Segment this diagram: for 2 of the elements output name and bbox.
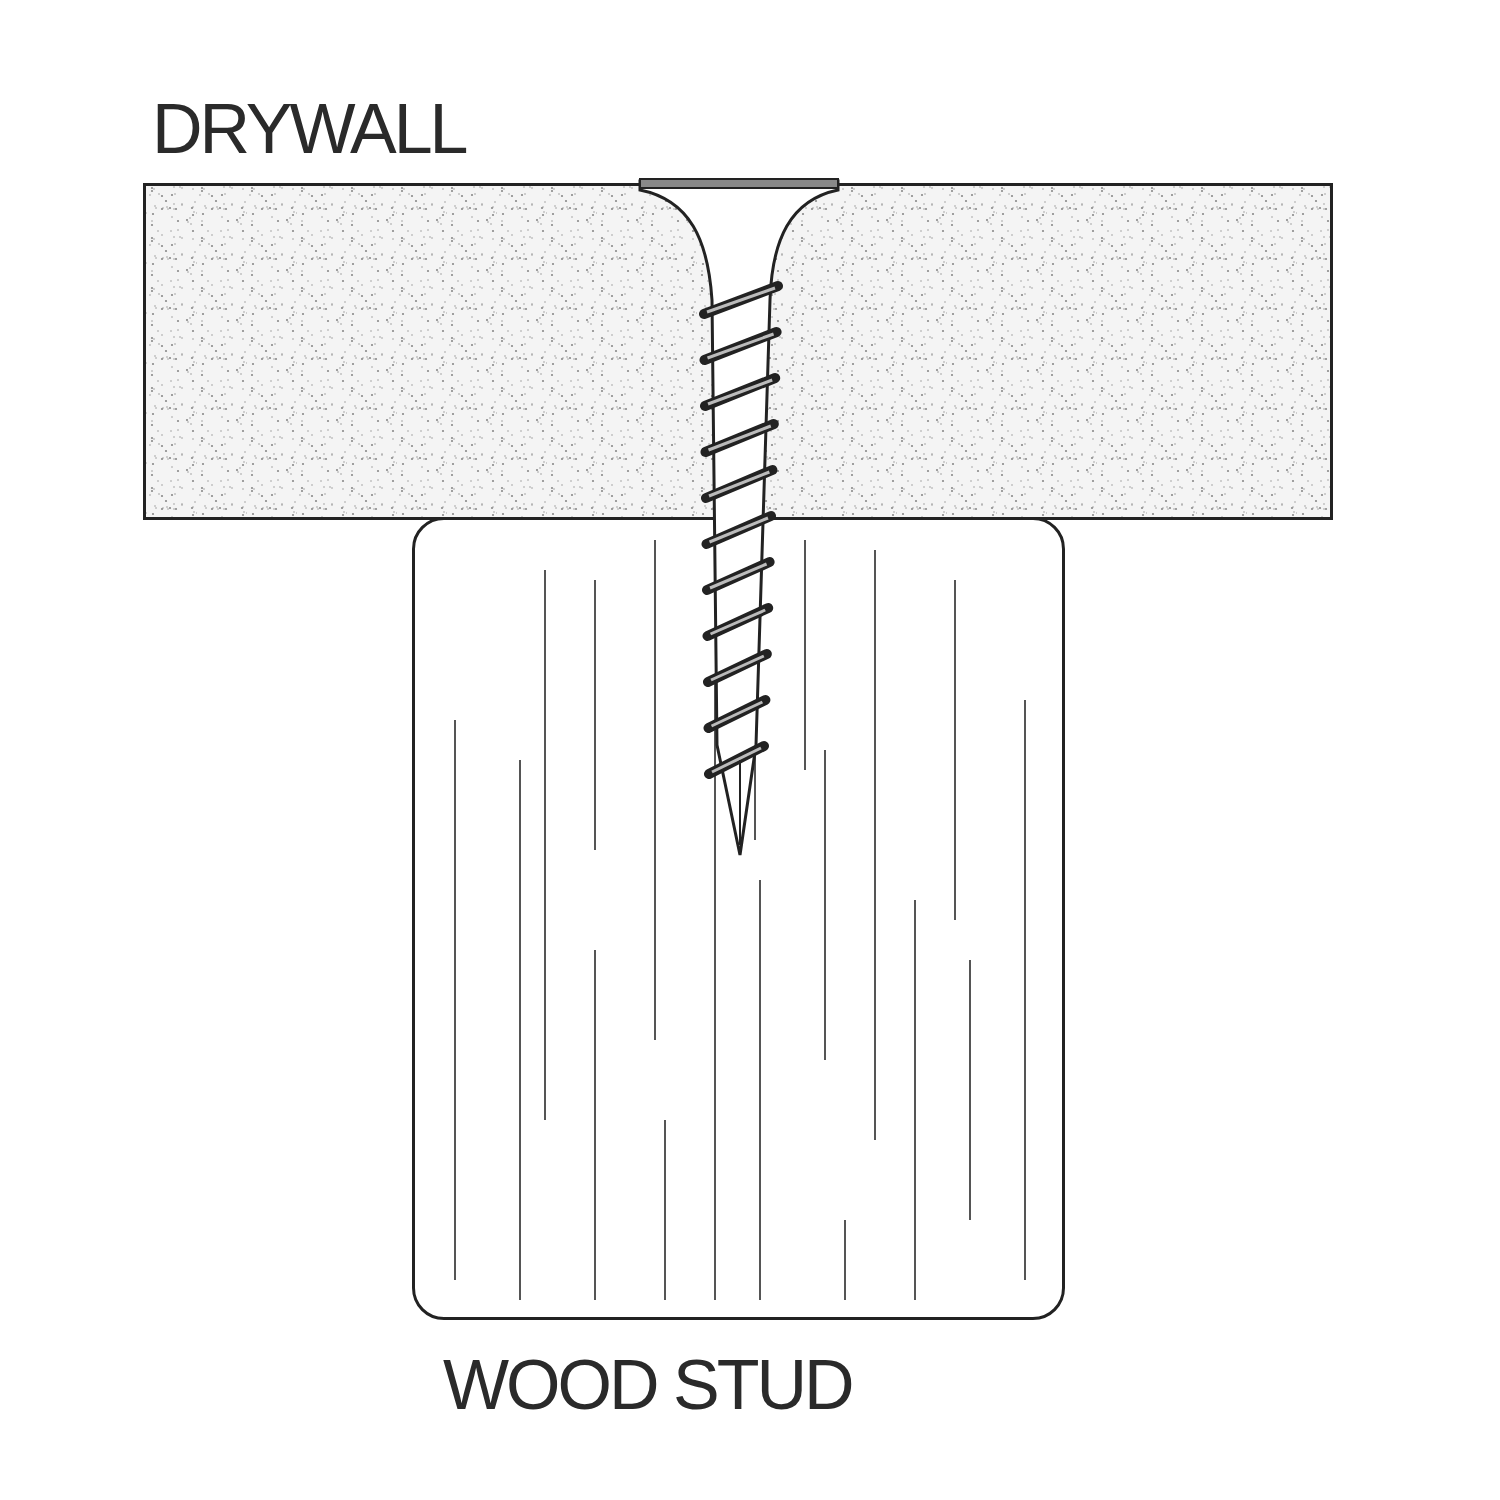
part-label: DRYWALL bbox=[152, 94, 466, 164]
part-label: WOOD STUD bbox=[443, 1350, 852, 1420]
